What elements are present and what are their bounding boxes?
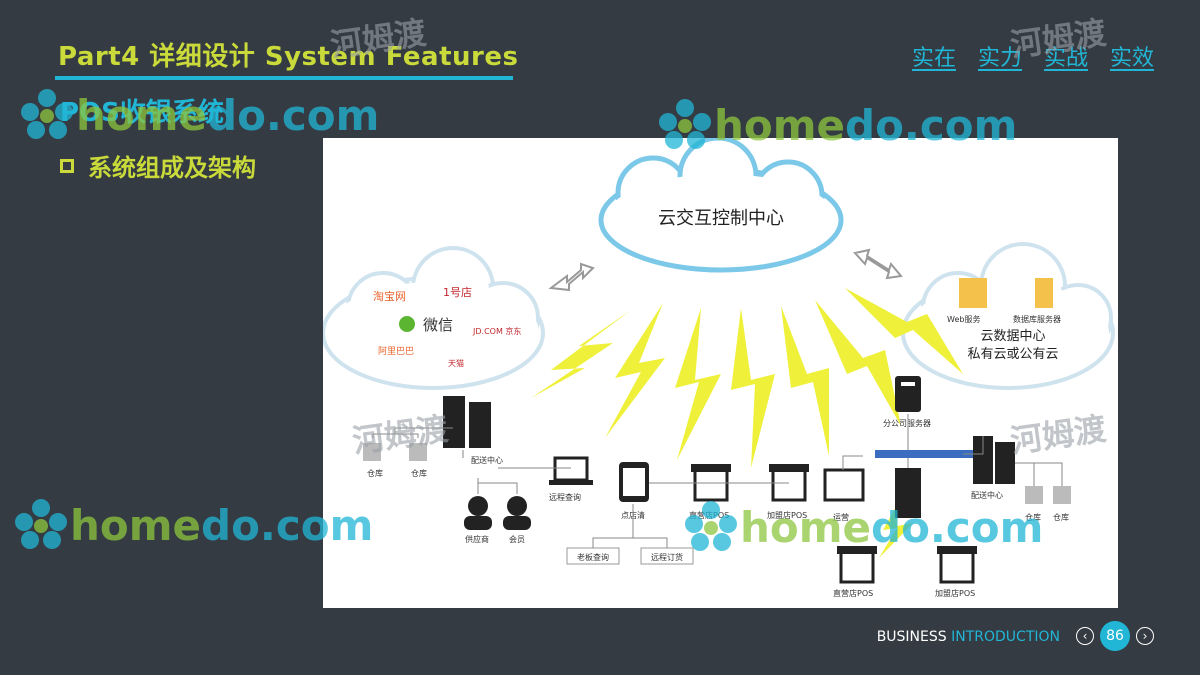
store-icon-franchise-right	[939, 550, 975, 584]
label-branch-server: 分公司服务器	[883, 418, 931, 428]
right-connector-lines	[842, 414, 1063, 486]
title-underline	[55, 76, 513, 80]
prev-page-icon[interactable]: ‹	[1076, 627, 1094, 645]
label-direct-pos-right: 直营店POS	[833, 588, 873, 598]
left-cloud	[321, 246, 545, 390]
server-tower-icon	[895, 468, 921, 518]
server-rack-icon-2	[469, 402, 491, 448]
lightning-bolt-7	[845, 288, 963, 374]
label-warehouse-1: 仓库	[367, 468, 383, 478]
label-remote-order: 远程订货	[651, 552, 683, 562]
warehouse-icon-3	[1025, 486, 1043, 504]
lightning-bolts	[531, 288, 963, 558]
warehouse-icon-1	[363, 443, 381, 461]
cloud-center-label: 云交互控制中心	[658, 208, 784, 229]
square-bullet-icon	[60, 158, 74, 173]
architecture-diagram: 云交互控制中心 淘宝网 1号店 微信 JD.COM 京东 阿里巴巴 天猫 Web…	[321, 135, 1118, 608]
bullet-text: 系统组成及架构	[88, 154, 256, 182]
brand-alibaba: 阿里巴巴	[378, 346, 414, 357]
double-arrow-icon-right	[853, 248, 903, 280]
db-server-label: 数据库服务器	[1013, 314, 1061, 324]
brand-tmall: 天猫	[448, 358, 464, 368]
nav-link-2[interactable]: 实力	[977, 46, 1022, 71]
label-franchise-pos-right: 加盟店POS	[935, 588, 975, 598]
label-remote-query: 远程查询	[549, 492, 581, 502]
store-icon-franchise	[771, 468, 807, 502]
db-server-icon	[1035, 278, 1053, 308]
next-page-icon[interactable]: ›	[1136, 627, 1154, 645]
brand-jd: JD.COM 京东	[472, 326, 521, 336]
left-network	[363, 396, 649, 530]
label-warehouse-2: 仓库	[411, 468, 427, 478]
pos-terminal-icon	[823, 468, 865, 502]
label-warehouse-3: 仓库	[1025, 512, 1041, 522]
supplier-icon	[468, 496, 488, 516]
label-distribution-left: 配送中心	[471, 455, 503, 465]
label-direct-pos-left: 直营店POS	[689, 510, 729, 520]
label-pos-terminal: 运营	[833, 512, 849, 522]
web-server-label: Web服务	[947, 314, 980, 324]
lightning-bolt-1	[531, 310, 631, 398]
member-icon	[507, 496, 527, 516]
lightning-bolt-3	[675, 308, 721, 460]
branch-server-icon	[895, 376, 921, 412]
footer-brand: BUSINESS INTRODUCTION	[877, 629, 1060, 645]
label-supplier: 供应商	[465, 534, 489, 544]
brand-yhd: 1号店	[443, 285, 472, 299]
nav-link-3[interactable]: 实战	[1043, 46, 1088, 71]
right-network	[823, 376, 1071, 518]
right-cloud	[901, 242, 1115, 390]
warehouse-icon-4	[1053, 486, 1071, 504]
nav-link-1[interactable]: 实在	[911, 46, 956, 71]
cloud-data-center-label: 云数据中心	[980, 329, 1045, 344]
label-warehouse-4: 仓库	[1053, 512, 1069, 522]
label-boss-query: 老板查询	[577, 552, 609, 562]
label-member: 会员	[509, 534, 525, 544]
server-rack-icon	[443, 396, 465, 448]
laptop-icon	[553, 456, 589, 482]
top-nav: 实在 实力 实战 实效	[912, 40, 1154, 72]
label-distribution-right: 配送中心	[971, 490, 1003, 500]
footer-word-business: BUSINESS	[876, 629, 947, 645]
pager: ‹ 86 ›	[1076, 621, 1154, 651]
section-subtitle: POS收银系统	[60, 98, 224, 128]
wechat-icon	[399, 316, 415, 332]
lightning-bolt-5	[781, 306, 829, 456]
watermark-brand-a: home	[70, 500, 202, 550]
center-cloud	[598, 135, 844, 273]
warehouse-icon-2	[409, 443, 427, 461]
shop-icons-left	[691, 464, 809, 502]
network-switch-icon	[875, 450, 975, 458]
double-arrow-icon-left	[548, 262, 595, 292]
footer-word-introduction: INTRODUCTION	[951, 629, 1060, 645]
store-icon-direct	[693, 468, 729, 502]
server-rack-icon-right	[973, 436, 993, 484]
cloud-type-label: 私有云或公有云	[967, 347, 1058, 362]
bullet-item: 系统组成及架构	[60, 148, 256, 183]
left-connector-lines	[372, 427, 789, 548]
store-icon-direct-right	[839, 550, 875, 584]
watermark-brand-b: do.com	[207, 90, 380, 140]
flower-logo-icon	[15, 499, 67, 549]
lightning-bolt-2	[605, 303, 665, 438]
shop-icons-right	[837, 546, 977, 584]
watermark-bottom-left: homedo.com	[6, 490, 373, 560]
brand-taobao: 淘宝网	[373, 289, 406, 303]
brand-wechat: 微信	[423, 316, 453, 334]
page-number: 86	[1100, 621, 1130, 651]
lightning-bolt-4	[731, 308, 775, 468]
nav-link-4[interactable]: 实效	[1109, 46, 1154, 71]
web-server-icon	[959, 278, 987, 308]
slide-title: Part4 详细设计 System Features	[58, 42, 519, 72]
label-franchise-pos-left: 加盟店POS	[767, 510, 807, 520]
lightning-bolt-6	[815, 300, 901, 426]
lightning-bolt-8	[879, 503, 913, 558]
